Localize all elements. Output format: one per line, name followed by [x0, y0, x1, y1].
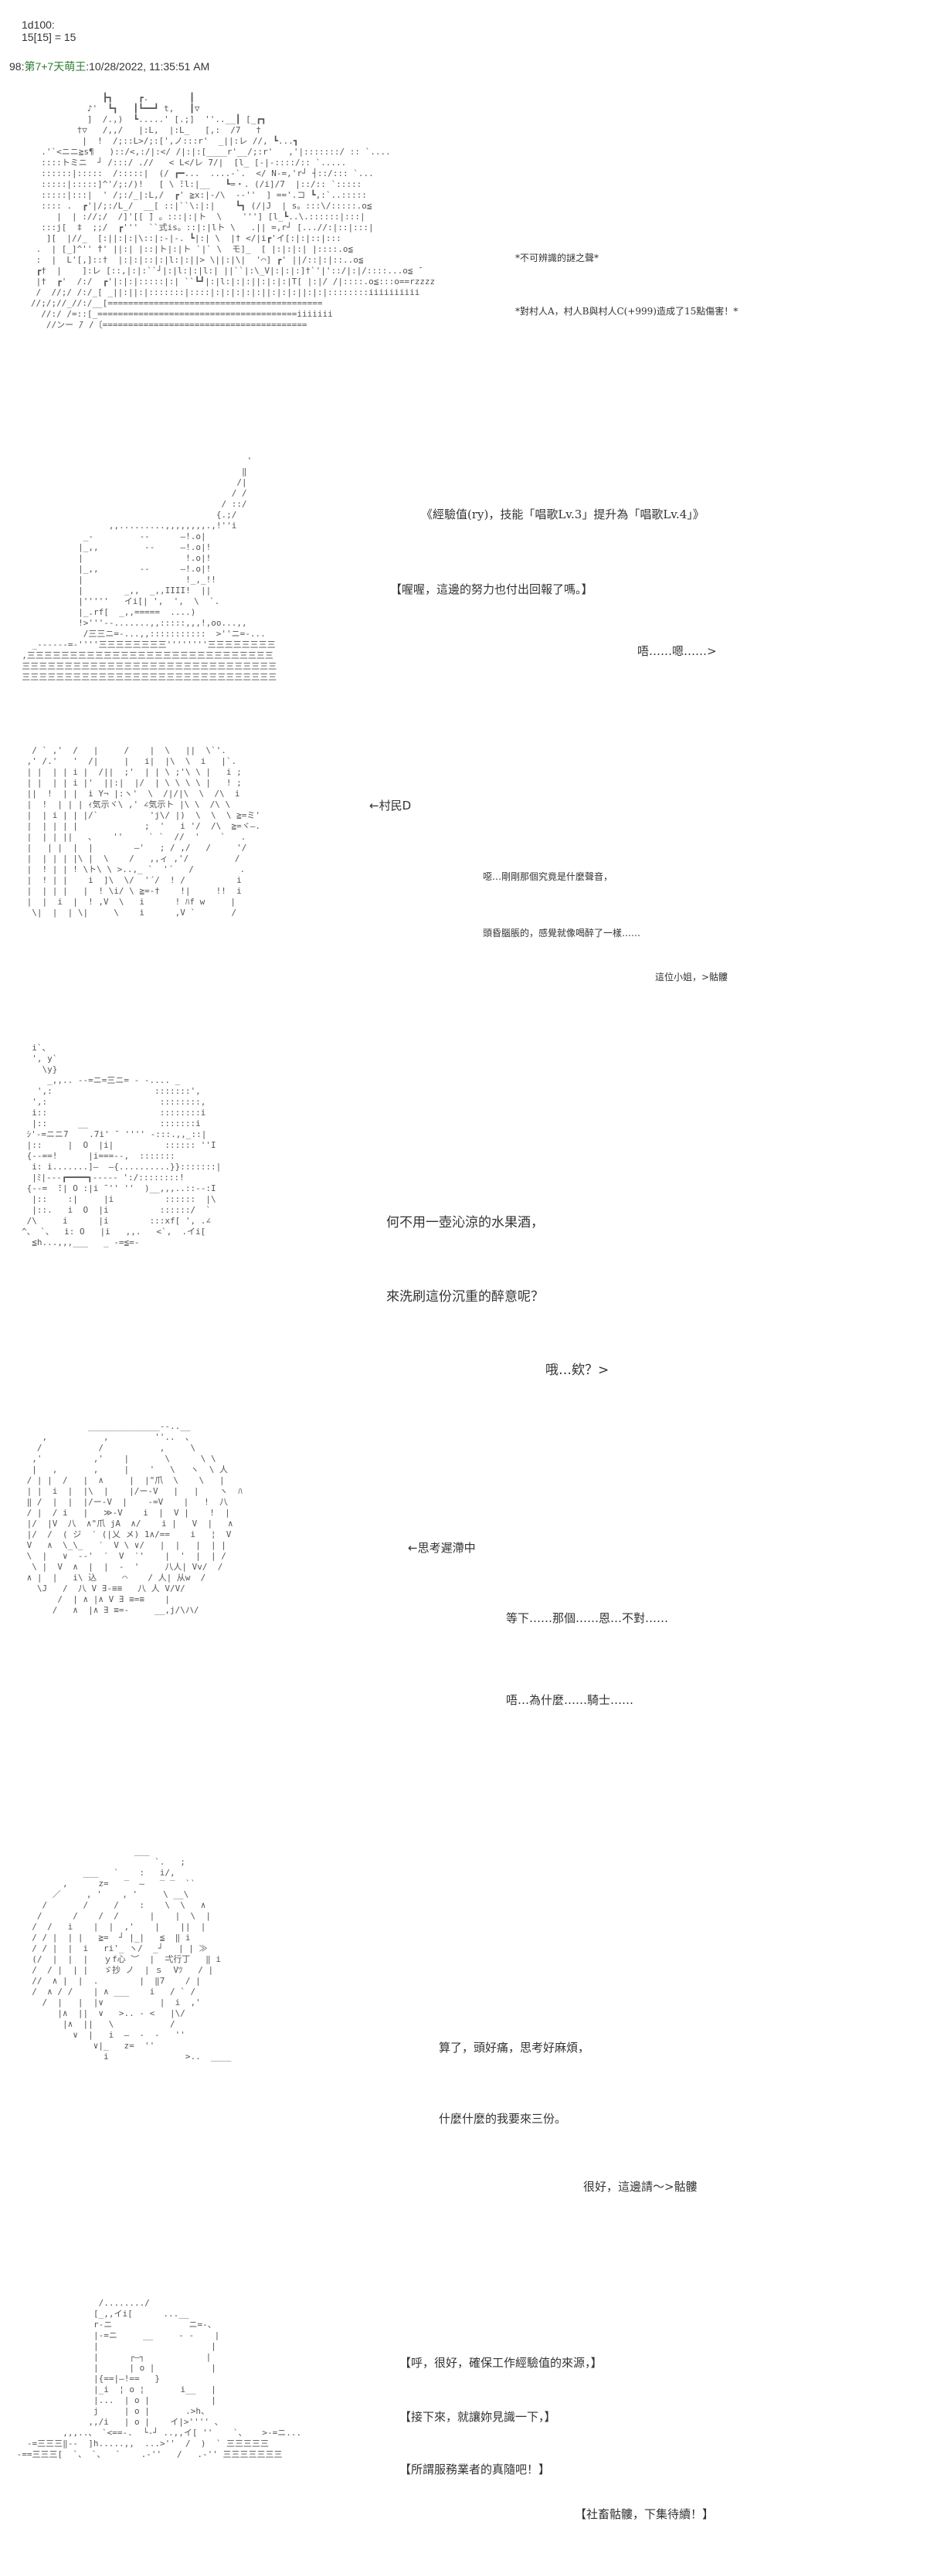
dialogue-hmm: 唔……嗯……> — [637, 644, 717, 658]
dice-result: 15[15] = 15 — [22, 31, 76, 43]
dialogue-true-service: 【所謂服務業者的真隨吧！】 — [399, 2462, 551, 2476]
dialogue-effort-paid: 【喔喔，這邊的努力也付出回報了嗎。】 — [390, 582, 593, 596]
ascii-art-scene-3: / ` ,' / | / | \ || \`'. ,' /.' ' /| | i… — [26, 745, 261, 918]
ascii-art-scene-6: ___ `. ; ___ ` : i/, , z= ‾ ― ‾ ‾ `` ／ ,… — [32, 1846, 232, 2062]
system-skill-up: 《經驗值(ry)，技能「唱歌Lv.3」提升為「唱歌Lv.4」》 — [421, 507, 705, 521]
label-villager-d: ←村民D — [369, 799, 412, 813]
dialogue-huh: 哦…欸？> — [545, 1363, 610, 1378]
dialogue-three-servings: 什麼什麼的我要來三份。 — [439, 2112, 567, 2126]
ascii-art-scene-5: ______________--..__ , , ''.. 、 / / , \ … — [26, 1421, 243, 1615]
narration-mystery-sound: *不可辨識的謎之聲* — [515, 253, 599, 263]
narration-damage-report: *對村人A，村人B與村人C(+999)造成了15點傷害！* — [515, 306, 739, 317]
dialogue-this-way: 很好，這邊請～>骷髏 — [583, 2180, 698, 2194]
ascii-art-scene-1: ┣┓ ┏. ┃ ♪' ┗┓ ┃┗━━┛ t, ┃▽ ] /.,) ┗.....'… — [31, 93, 436, 330]
dialogue-what-sound: 噁…剛剛那個究竟是什麼聲音， — [483, 871, 613, 882]
post-timestamp: 10/28/2022, 11:35:51 AM — [89, 60, 210, 73]
dice-roll: 1d100: 15[15] = 15 — [22, 19, 76, 43]
ascii-art-scene-7: /......../ [_,,イi[ ...__ r-ニ ニ=-、 |-=ニ _… — [16, 2298, 302, 2459]
author-name[interactable]: 第7+7天萌王 — [24, 60, 87, 73]
dialogue-dizzy: 頭昏腦脹的，感覺就像喝醉了一樣…… — [483, 928, 641, 938]
post-header: 98:第7+7天萌王:10/28/2022, 11:35:51 AM — [9, 59, 209, 74]
dialogue-wash-drunk: 來洗刷這份沉重的醉意呢？ — [386, 1289, 544, 1305]
dialogue-ensure-exp: 【呼，很好，確保工作經驗值的來源，】 — [399, 2356, 603, 2370]
dialogue-show-you: 【接下來，就讓妳見識一下，】 — [399, 2410, 556, 2424]
post-number: 98: — [9, 60, 25, 73]
post-separator: : — [86, 60, 90, 73]
dialogue-why-knight: 唔…為什麼……騎士…… — [506, 1693, 634, 1707]
dialogue-miss-skeleton: 這位小姐，>骷髏 — [655, 972, 728, 983]
dialogue-wait: 等下……那個……恩…不對…… — [506, 1611, 669, 1625]
dice-label: 1d100: — [22, 19, 55, 31]
ascii-art-scene-2: ' ‖ /| / / / ::/ — [22, 456, 277, 682]
label-thinking-lag: ←思考遲滯中 — [408, 1541, 476, 1555]
dialogue-headache: 算了，頭好痛，思考好麻煩， — [439, 2041, 590, 2055]
narration-to-be-continued: 【社畜骷髏，下集待續！】 — [575, 2507, 715, 2521]
ascii-art-scene-4: i`、 ', y` \y} _,,.. --=ニ=三ニ= - -.... _ '… — [22, 1043, 222, 1247]
dialogue-fruit-wine: 何不用一壺沁涼的水果酒， — [386, 1215, 544, 1230]
